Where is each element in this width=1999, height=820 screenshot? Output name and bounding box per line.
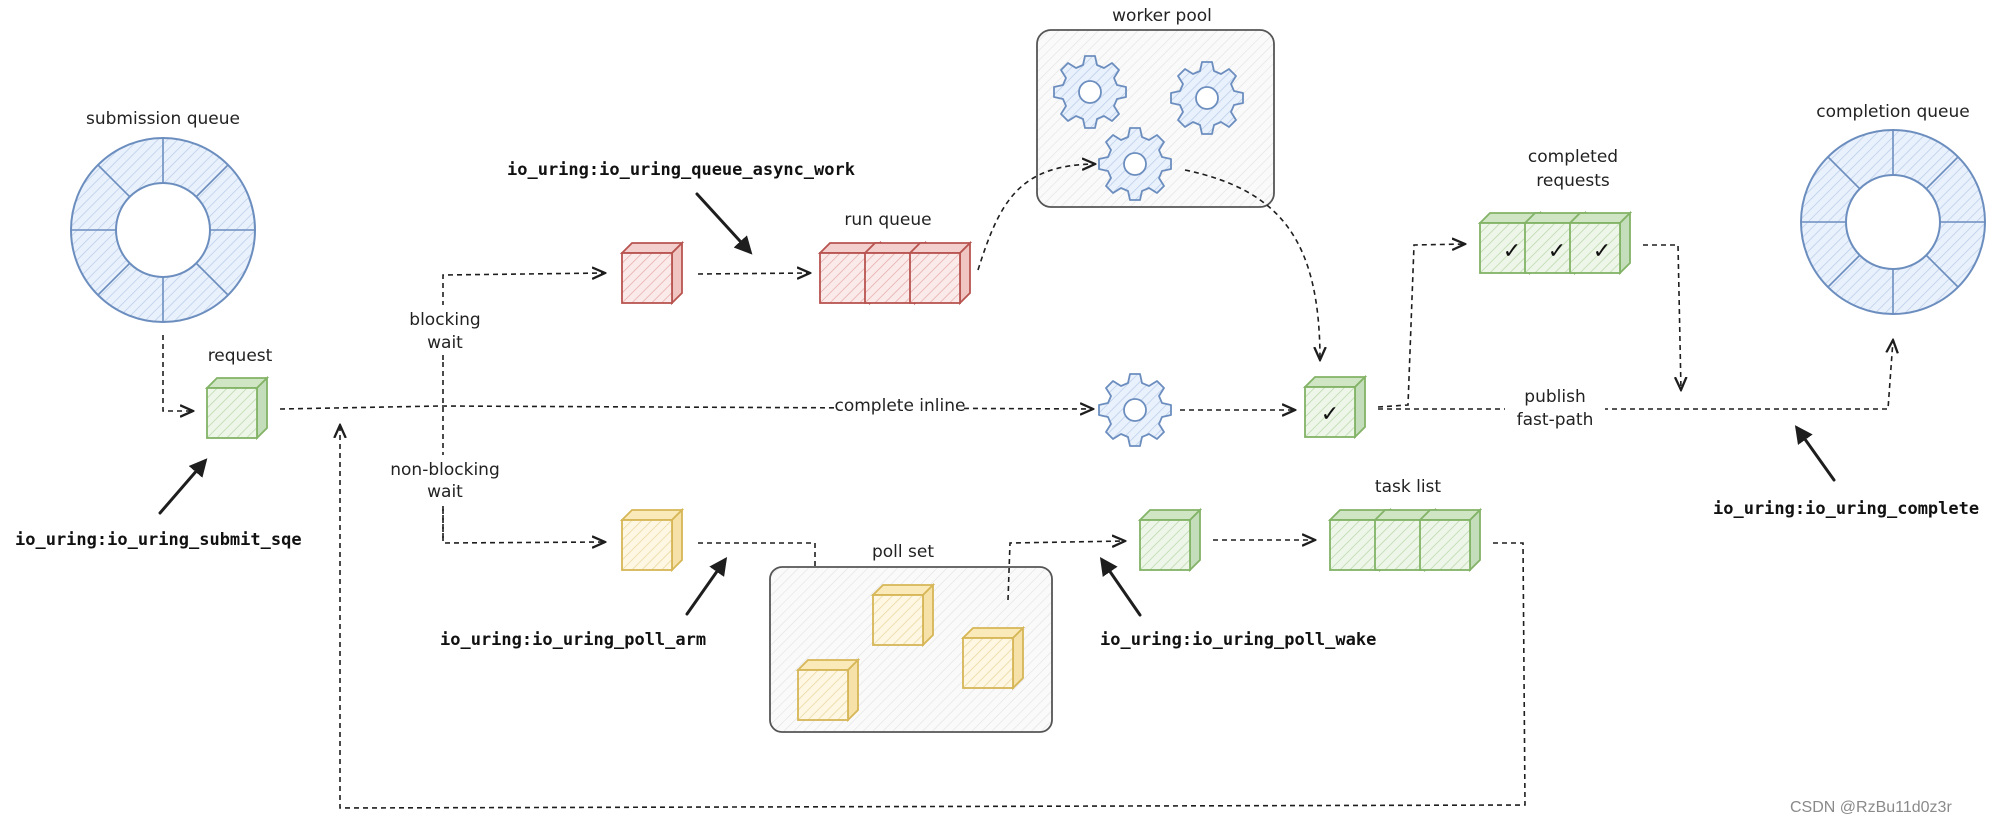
completed-requests-line1: completed [1528,147,1618,167]
sq-to-request-arrow [162,335,193,411]
tracepoint-queue-async-work: io_uring:io_uring_queue_async_work [507,160,855,180]
poll-wake-pointer [1099,557,1142,617]
submission-queue-ring [70,137,256,323]
async-to-runqueue-arrow [697,273,810,274]
complete-inline-arrow [279,406,1093,409]
run-queue-label: run queue [844,210,931,230]
poll-request-cube [621,509,683,571]
publish-bg [1505,385,1605,433]
worker-to-complete-arrow [1184,169,1320,360]
completion-queue-ring [1800,129,1986,315]
complete-pointer [1794,425,1836,482]
nonblocking-wait-line2: wait [427,482,463,502]
tracepoint-complete: io_uring:io_uring_complete [1713,499,1979,519]
worker-pool-label: worker pool [1112,6,1212,26]
blocking-wait-line1: blocking [409,310,480,330]
async-request-cube [621,242,683,304]
completed-check-icon: ✓ [1593,239,1611,264]
task-list-label: task list [1375,477,1441,497]
publish-line2: fast-path [1517,410,1594,430]
request-label: request [208,346,273,366]
complete-inline-bg [838,393,962,417]
tracepoint-poll-arm: io_uring:io_uring_poll_arm [440,630,706,650]
completion-queue-label: completion queue [1816,102,1970,122]
tasklist-loop-arrow [340,425,1526,809]
queue-async-work-pointer [695,192,753,255]
poll-arm-pointer [685,557,728,616]
poll-set-label: poll set [872,542,934,562]
tracepoint-submit-sqe: io_uring:io_uring_submit_sqe [15,530,302,550]
publish-to-cq-arrow [1378,340,1893,410]
completed-to-publish-arrow [1643,244,1681,390]
submission-queue-label: submission queue [86,109,240,129]
run-queue-cubes [819,242,971,304]
nonblocking-branch-arrow [442,500,605,543]
worker-gear-icon [1098,127,1172,201]
publish-line1: publish [1524,387,1585,407]
request-cube [206,377,268,439]
tracepoint-poll-wake: io_uring:io_uring_poll_wake [1100,630,1376,650]
blocking-wait-bg [405,305,485,355]
nonblocking-wait-bg [390,455,500,505]
complete-to-completed-arrow [1377,244,1465,408]
complete-inline-label: complete inline [835,396,966,416]
nonblocking-wait-line1: non-blocking [390,460,499,480]
task-list-cubes [1329,509,1481,571]
completed-check-icon: ✓ [1321,402,1339,427]
pollset-to-wake-arrow [1007,541,1125,601]
completed-requests-line2: requests [1536,171,1610,191]
submit-sqe-pointer [158,458,208,515]
inline-gear-icon [1098,373,1172,447]
woken-request-cube [1139,509,1201,571]
worker-gear-icon [1053,55,1127,129]
blocking-wait-line2: wait [427,333,463,353]
completed-check-icon: ✓ [1548,239,1566,264]
completed-check-icon: ✓ [1503,239,1521,264]
watermark-text: CSDN @RzBu11d0z3r [1790,799,1952,816]
worker-gear-icon [1170,61,1244,135]
